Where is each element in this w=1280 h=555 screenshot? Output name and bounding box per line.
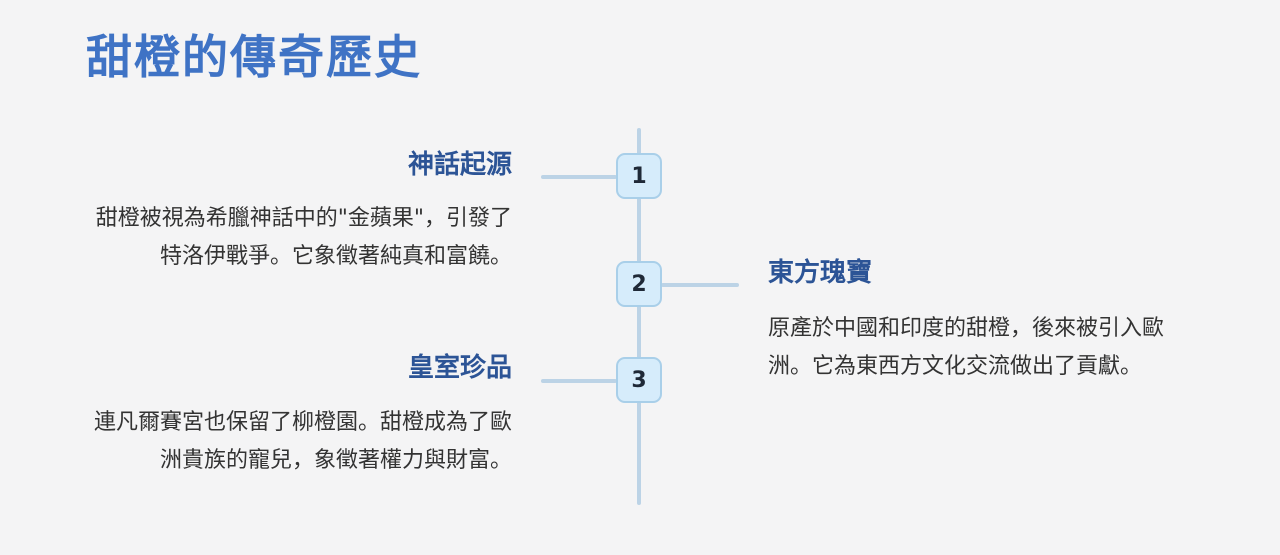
- event-2-connector: [661, 283, 739, 287]
- event-1-marker: 1: [616, 153, 662, 199]
- event-3-connector: [541, 379, 617, 383]
- event-3-description: 連凡爾賽宮也保留了柳橙園。甜橙成為了歐洲貴族的寵兒，象徵著權力與財富。: [93, 410, 512, 473]
- event-2-title: 東方瑰寶: [768, 258, 873, 288]
- event-3-title: 皇室珍品: [407, 353, 512, 383]
- event-3-number: 3: [631, 367, 647, 393]
- event-1-number: 1: [631, 163, 647, 189]
- timeline-axis: [637, 128, 641, 505]
- event-2-description: 原產於中國和印度的甜橙，後來被引入歐洲。它為東西方文化交流做出了貢獻。: [768, 316, 1165, 379]
- event-2-marker: 2: [616, 261, 662, 307]
- event-2-number: 2: [631, 271, 647, 297]
- event-1-connector: [541, 175, 617, 179]
- event-1-description: 甜橙被視為希臘神話中的"金蘋果"，引發了特洛伊戰爭。它象徵著純真和富饒。: [95, 206, 512, 269]
- page-title: 甜橙的傳奇歷史: [86, 30, 422, 84]
- event-3-marker: 3: [616, 357, 662, 403]
- event-1-title: 神話起源: [407, 150, 512, 180]
